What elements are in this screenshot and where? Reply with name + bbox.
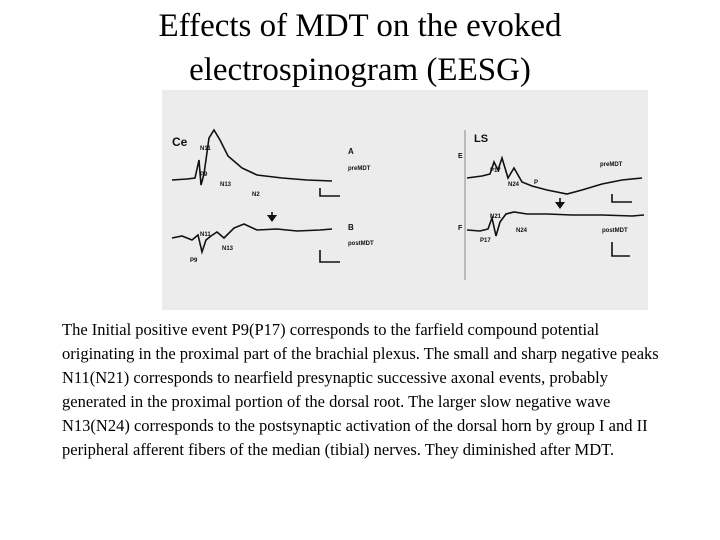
trace-e-letter: E [458, 153, 463, 160]
peak-p9: P9 [200, 172, 208, 178]
peak-n21: N21 [490, 214, 502, 220]
eesg-waveforms: Ce N11 P9 N13 N2 N11 N13 P9 A preMDT B p… [171, 128, 645, 280]
slide-caption: The Initial positive event P9(P17) corre… [62, 320, 659, 459]
trace-f-label: postMDT [602, 228, 628, 234]
peak-p9-post: P9 [190, 258, 198, 264]
title-line-2: electrospinogram (EESG) [189, 52, 531, 88]
title-line-1: Effects of MDT on the evoked [158, 8, 562, 44]
eesg-figure: Ce N11 P9 N13 N2 N11 N13 P9 A preMDT B p… [162, 90, 648, 310]
peak-n13-post: N13 [222, 246, 234, 252]
peak-n24: N24 [508, 182, 520, 188]
trace-b-label: postMDT [348, 241, 374, 247]
peak-n24-post: N24 [516, 228, 528, 234]
trace-b-letter: B [348, 223, 354, 232]
peak-n11-post: N11 [200, 232, 211, 238]
trace-e-premdt [466, 155, 643, 195]
peak-p17-post: P17 [480, 238, 491, 244]
trace-a-label: preMDT [348, 166, 371, 172]
peak-p: P [534, 180, 538, 186]
peak-p17: P17 [490, 168, 501, 174]
trace-e-label: preMDT [600, 162, 623, 168]
trace-a-letter: A [348, 147, 354, 156]
arrow-head-left [267, 215, 277, 222]
trace-f-letter: F [458, 225, 463, 232]
panel-label-ls: LS [474, 133, 488, 145]
peak-n13: N13 [220, 182, 232, 188]
trace-b-postmdt [171, 223, 333, 255]
panel-label-ce: Ce [172, 135, 188, 149]
slide-title: Effects of MDT on the evoked electrospin… [0, 4, 720, 92]
scale-bar-f [611, 242, 630, 257]
peak-n2: N2 [252, 192, 260, 198]
scale-bar-e [611, 194, 632, 203]
trace-a-premdt [171, 128, 333, 186]
peak-n11: N11 [200, 146, 211, 152]
scale-bar-b [319, 250, 340, 263]
arrow-head-right [555, 202, 565, 209]
scale-bar-a [319, 188, 340, 197]
trace-f-postmdt [466, 211, 645, 237]
